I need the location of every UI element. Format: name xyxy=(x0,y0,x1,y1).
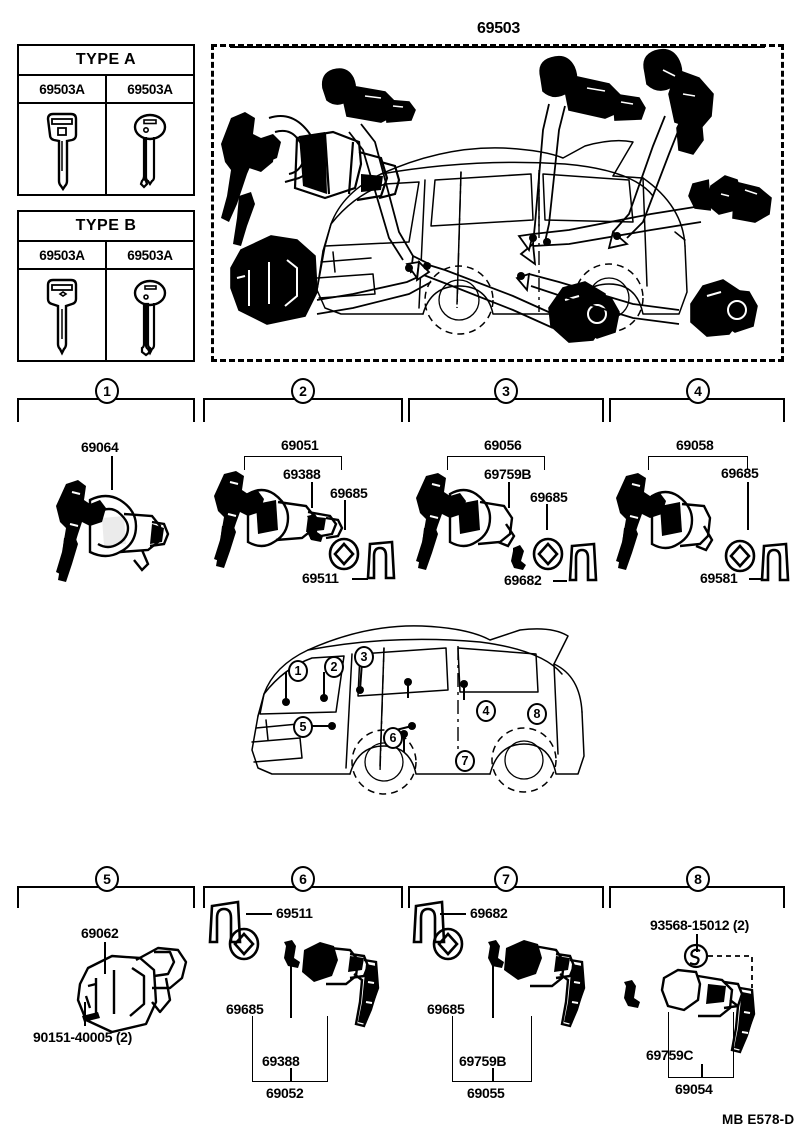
section-number-7: 7 xyxy=(494,866,518,892)
leader-line-69685-s4 xyxy=(747,482,749,530)
main-panel-title: 69503 xyxy=(477,20,520,37)
diagram-footer-code: MB E578-D xyxy=(722,1112,795,1127)
main-panel-top-rule xyxy=(230,46,765,48)
part-label-69685-s4: 69685 xyxy=(721,465,759,481)
part-label-69682: 69682 xyxy=(504,572,542,588)
vehicle-callout-6: 6 xyxy=(383,727,403,749)
vehicle-callout-2: 2 xyxy=(324,656,344,678)
illustration-section-4 xyxy=(612,470,790,590)
key-oval-head-icon xyxy=(107,104,193,196)
leader-line-69685-s2 xyxy=(344,500,346,530)
section-number-6: 6 xyxy=(291,866,315,892)
illustration-section-2 xyxy=(208,470,398,590)
key-table-type-a: TYPE A 69503A 69503A xyxy=(17,44,195,196)
main-panel-frame xyxy=(211,44,784,362)
illustration-section-7 xyxy=(412,898,602,1058)
leader-line-69388-s6 xyxy=(290,966,292,1018)
leader-line-69064 xyxy=(111,456,113,490)
part-label-69759B: 69759B xyxy=(484,466,532,482)
key-table-type-b: TYPE B 69503A 69503A xyxy=(17,210,195,362)
illustration-section-6 xyxy=(208,898,398,1058)
vehicle-callout-7: 7 xyxy=(455,750,475,772)
main-panel-illustration xyxy=(213,46,782,360)
type-a-codes-row: 69503A 69503A xyxy=(19,76,193,104)
part-label-69759B-s7: 69759B xyxy=(459,1053,507,1069)
leader-line-69759B-s7 xyxy=(492,966,494,1018)
type-a-title: TYPE A xyxy=(19,46,193,76)
part-label-69056: 69056 xyxy=(484,437,522,453)
part-label-69581: 69581 xyxy=(700,570,738,586)
type-a-key-images xyxy=(19,104,193,196)
part-label-69388: 69388 xyxy=(283,466,321,482)
type-b-code-left: 69503A xyxy=(19,242,107,268)
leader-line-93568 xyxy=(696,934,698,952)
section-number-8: 8 xyxy=(686,866,710,892)
brace-69056 xyxy=(447,456,545,470)
type-a-code-left: 69503A xyxy=(19,76,107,102)
leader-line-69581-s4 xyxy=(749,578,763,580)
type-b-title: TYPE B xyxy=(19,212,193,242)
key-square-head-icon xyxy=(19,104,107,196)
type-b-codes-row: 69503A 69503A xyxy=(19,242,193,270)
leader-line-69054 xyxy=(701,1064,703,1078)
part-label-69055: 69055 xyxy=(467,1085,505,1101)
section-number-2: 2 xyxy=(291,378,315,404)
leader-line-69511-s2 xyxy=(352,578,368,580)
vehicle-callout-4: 4 xyxy=(476,700,496,722)
section-number-1: 1 xyxy=(95,378,119,404)
section-number-4: 4 xyxy=(686,378,710,404)
part-label-69685-s3: 69685 xyxy=(530,489,568,505)
vehicle-callout-8: 8 xyxy=(527,703,547,725)
part-label-69511: 69511 xyxy=(302,570,339,586)
part-label-69685-s6: 69685 xyxy=(226,1001,264,1017)
vehicle-callout-diagram xyxy=(232,616,602,828)
vehicle-callout-5: 5 xyxy=(293,716,313,738)
leader-line-69682-s7 xyxy=(440,913,466,915)
part-label-69058: 69058 xyxy=(676,437,714,453)
part-label-69685-s7: 69685 xyxy=(427,1001,465,1017)
illustration-section-1 xyxy=(46,478,176,588)
key-square-head-icon xyxy=(19,270,107,362)
vehicle-callout-3: 3 xyxy=(354,646,374,668)
part-label-69388-s6: 69388 xyxy=(262,1053,300,1069)
part-label-69511-s6: 69511 xyxy=(276,905,313,921)
leader-line-69388 xyxy=(311,482,313,508)
part-label-90151: 90151-40005 (2) xyxy=(33,1029,133,1045)
illustration-section-5 xyxy=(70,930,210,1040)
leader-line-69052 xyxy=(290,1068,292,1082)
part-label-69062: 69062 xyxy=(81,925,119,941)
vehicle-callout-1: 1 xyxy=(288,660,308,682)
type-a-code-right: 69503A xyxy=(127,81,173,97)
type-b-key-images xyxy=(19,270,193,362)
illustration-section-8 xyxy=(612,930,792,1070)
leader-line-69055 xyxy=(492,1068,494,1082)
part-label-69052: 69052 xyxy=(266,1085,304,1101)
leader-line-69511-s6 xyxy=(246,913,272,915)
brace-69058 xyxy=(648,456,748,470)
part-label-69064: 69064 xyxy=(81,439,119,455)
part-label-69685: 69685 xyxy=(330,485,368,501)
key-oval-head-icon xyxy=(107,270,193,362)
part-label-69759C: 69759C xyxy=(646,1047,694,1063)
part-label-69054: 69054 xyxy=(675,1081,713,1097)
section-number-3: 3 xyxy=(494,378,518,404)
part-label-93568: 93568-15012 (2) xyxy=(650,917,750,933)
leader-line-69062 xyxy=(104,942,106,974)
brace-69051 xyxy=(244,456,342,470)
type-b-code-right: 69503A xyxy=(127,247,173,263)
part-label-69051: 69051 xyxy=(281,437,319,453)
leader-line-69759B xyxy=(508,482,510,508)
leader-line-69682-s3 xyxy=(553,580,567,582)
leader-line-69685-s3 xyxy=(546,504,548,530)
section-number-5: 5 xyxy=(95,866,119,892)
illustration-section-3 xyxy=(412,470,600,590)
part-label-69682-s7: 69682 xyxy=(470,905,508,921)
